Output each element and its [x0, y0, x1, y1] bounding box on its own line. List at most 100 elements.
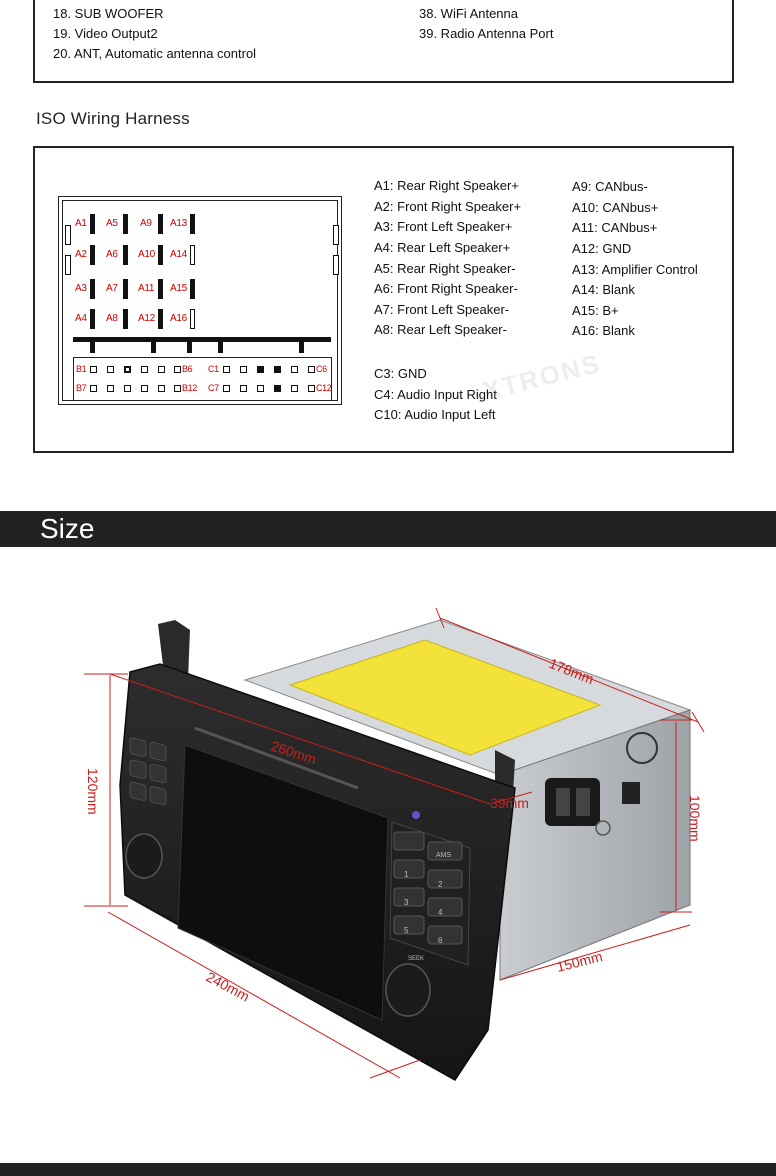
pin-c-square	[223, 385, 230, 392]
pin-a16	[190, 309, 195, 329]
button-3[interactable]: 3	[404, 898, 409, 907]
pin-label-a3: A3	[75, 283, 87, 294]
pin-a10	[158, 245, 163, 265]
pin-b-square	[124, 366, 131, 373]
pin-a4	[90, 309, 95, 329]
pin-b-square	[158, 385, 165, 392]
tuning-knob	[385, 963, 431, 1017]
pin-c-square	[291, 385, 298, 392]
pin-a15	[190, 279, 195, 299]
pin-desc-a15: A15: B+	[572, 303, 619, 318]
pin-label-a11: A11	[138, 283, 155, 294]
button-5[interactable]: 5	[404, 926, 409, 935]
connector-side-slot	[333, 255, 339, 275]
next-section-banner	[0, 1163, 776, 1176]
pin-desc-a13: A13: Amplifier Control	[572, 262, 698, 277]
pin-desc-a6: A6: Front Right Speaker-	[374, 281, 518, 296]
pin-a2	[90, 245, 95, 265]
pin-b-square	[107, 385, 114, 392]
divider-tick	[90, 341, 95, 353]
pin-c-square	[291, 366, 298, 373]
seek-label: SEEK	[408, 956, 424, 962]
pin-label-a8: A8	[106, 313, 118, 324]
display-screen	[177, 744, 389, 1021]
connector-side-slot	[65, 255, 71, 275]
button-2[interactable]: 2	[438, 880, 443, 889]
pin-desc-c3: C3: GND	[374, 366, 427, 381]
pin-label-a6: A6	[106, 249, 118, 260]
dimension-lines	[84, 607, 705, 1079]
pin-label-b1: B1	[76, 364, 87, 374]
pin-label-a13: A13	[170, 218, 187, 229]
connector-side-slot	[333, 225, 339, 245]
button-1[interactable]: 1	[404, 870, 409, 879]
pin-a1	[90, 214, 95, 234]
iso-section-title: ISO Wiring Harness	[36, 109, 190, 128]
size-section-title: Size	[40, 513, 95, 544]
pin-c-square	[223, 366, 230, 373]
pin-label-b6: B6	[182, 364, 193, 374]
pin-a5	[123, 214, 128, 234]
pin-c3-square	[257, 366, 264, 373]
port-item-19: 19. Video Output2	[53, 26, 158, 41]
divider-tick	[187, 341, 192, 353]
pin-label-b12: B12	[182, 383, 197, 393]
pin-label-a16: A16	[170, 313, 187, 324]
pin-label-a1: A1	[75, 218, 87, 229]
left-button-column	[129, 737, 167, 806]
button-6[interactable]: 6	[438, 936, 443, 945]
dim-240mm: 240mm	[204, 969, 253, 1005]
pin-label-a2: A2	[75, 249, 87, 260]
pin-c4-square	[274, 366, 281, 373]
pin-desc-a3: A3: Front Left Speaker+	[374, 219, 513, 234]
pin-label-a10: A10	[138, 249, 155, 260]
rear-connector	[545, 778, 600, 826]
pin-label-a12: A12	[138, 313, 155, 324]
brand-watermark: XTRONS	[480, 347, 605, 407]
pin-c10-square	[274, 385, 281, 392]
port-item-38: 38. WiFi Antenna	[419, 6, 518, 21]
port-item-18: 18. SUB WOOFER	[53, 6, 164, 21]
pin-desc-a11: A11: CANbus+	[572, 220, 658, 235]
pin-b-square	[174, 385, 181, 392]
pin-label-c6: C6	[316, 364, 327, 374]
pin-desc-a7: A7: Front Left Speaker-	[374, 302, 510, 317]
connector-divider	[73, 337, 331, 342]
pin-label-a7: A7	[106, 283, 118, 294]
dim-39mm: 39mm	[490, 795, 529, 811]
disc-slot	[194, 726, 359, 790]
pin-desc-a14: A14: Blank	[572, 282, 635, 297]
ams-button-label[interactable]: AMS	[436, 852, 452, 859]
pin-a13	[190, 214, 195, 234]
pin-desc-c10: C10: Audio Input Left	[374, 407, 496, 422]
pin-label-b7: B7	[76, 383, 87, 393]
pin-label-c12: C12	[316, 383, 332, 393]
connector-side-slot	[65, 225, 71, 245]
divider-tick	[299, 341, 304, 353]
pin-b-square	[124, 385, 131, 392]
pin-desc-a5: A5: Rear Right Speaker-	[374, 261, 516, 276]
pin-desc-a12: A12: GND	[572, 241, 632, 256]
pin-a14	[190, 245, 195, 265]
pin-b-square	[141, 385, 148, 392]
io-port-list: 18. SUB WOOFER 19. Video Output2 20. ANT…	[33, 0, 734, 83]
pin-b-square	[107, 366, 114, 373]
size-section-banner: Size	[0, 511, 776, 547]
pin-desc-c4: C4: Audio Input Right	[374, 387, 497, 402]
pin-desc-a1: A1: Rear Right Speaker+	[374, 178, 519, 193]
pin-desc-a16: A16: Blank	[572, 323, 635, 338]
pin-c-square	[257, 385, 264, 392]
button-4[interactable]: 4	[438, 908, 443, 917]
pin-desc-a10: A10: CANbus+	[572, 200, 659, 215]
warning-label	[288, 639, 602, 756]
iso-harness-panel: A1 A5 A9 A13 A2 A6 A10 A14 A3 A7 A11 A15	[33, 146, 734, 453]
connector-bc-block: B1 B6 C1 C6 B7 B12 C7 C12	[73, 357, 332, 401]
right-button-panel: AMS 1 2 3 4 5 6 SEEK	[389, 811, 471, 966]
iso-connector-diagram: A1 A5 A9 A13 A2 A6 A10 A14 A3 A7 A11 A15	[58, 196, 342, 405]
pin-c-square	[308, 385, 315, 392]
pin-label-a5: A5	[106, 218, 118, 229]
pin-a8	[123, 309, 128, 329]
pin-c-square	[240, 366, 247, 373]
pin-a12	[158, 309, 163, 329]
pin-b-square	[90, 366, 97, 373]
